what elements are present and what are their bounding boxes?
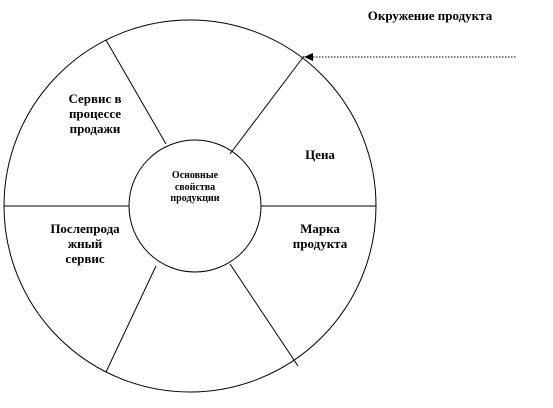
segment-brand: Марка продукта: [292, 221, 348, 251]
pointer-arrowhead-icon: [304, 53, 313, 61]
divider-bottom-right: [229, 263, 299, 367]
segment-price: Цена: [305, 147, 335, 162]
core-label: Основные свойства продукции: [170, 170, 220, 204]
divider-top-left: [105, 39, 167, 145]
divider-bottom-left: [105, 265, 157, 373]
segment-after-sale-service: Послепрода жный сервис: [50, 221, 120, 266]
diagram-title: Окружение продукта: [367, 8, 493, 23]
segment-service-during-sale: Сервис в процессе продажи: [68, 91, 122, 136]
divider-top-right: [229, 55, 305, 155]
core-circle: [128, 139, 262, 273]
